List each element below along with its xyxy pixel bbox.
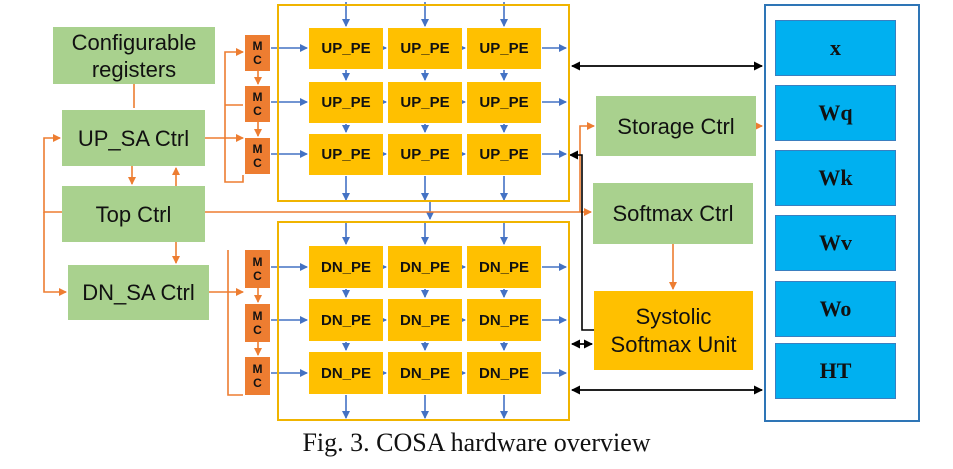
up-pe-0-2: UP_PE [467, 28, 541, 69]
dn-pe-0-2: DN_PE [467, 246, 541, 288]
dn-pe-1-2: DN_PE [467, 299, 541, 341]
up-pe-1-1: UP_PE [388, 82, 462, 123]
up-sa-ctrl-label: UP_SA Ctrl [77, 125, 190, 151]
softmax-ctrl-block: Softmax Ctrl [593, 183, 753, 244]
dn-sa-ctrl-label: DN_SA Ctrl [82, 280, 195, 305]
memory-bank-ht: HT [775, 343, 896, 399]
config-registers-label: Configurable registers [71, 29, 197, 82]
softmax-ctrl-label: Softmax Ctrl [612, 201, 734, 226]
top-ctrl-block: Top Ctrl [62, 186, 205, 242]
figure-caption: Fig. 3. COSA hardware overview [302, 428, 651, 457]
dn-pe-1-1: DN_PE [388, 299, 462, 341]
memory-bank-wq: Wq [775, 85, 896, 141]
up-pe-0-1: UP_PE [388, 28, 462, 69]
up-pe-2-1: UP_PE [388, 134, 462, 175]
dn-sa-ctrl-block: DN_SA Ctrl [68, 265, 209, 320]
dn-array-frame [277, 221, 570, 421]
dnsa-mc-bus-line [227, 250, 243, 396]
up-pe-1-0: UP_PE [309, 82, 383, 123]
up-pe-2-0: UP_PE [309, 134, 383, 175]
top-ctrl-label: Top Ctrl [95, 201, 172, 227]
memory-bank-wv: Wv [775, 215, 896, 271]
storage-ctrl-label: Storage Ctrl [617, 113, 735, 139]
up-pe-2-2: UP_PE [467, 134, 541, 175]
dn-pe-2-0: DN_PE [309, 352, 383, 394]
dn-pe-0-1: DN_PE [388, 246, 462, 288]
softmax-to-up-array-line [569, 150, 594, 331]
up-sa-ctrl-block: UP_SA Ctrl [62, 110, 205, 166]
dn-pe-2-1: DN_PE [388, 352, 462, 394]
up-pe-0-0: UP_PE [309, 28, 383, 69]
dn-pe-1-0: DN_PE [309, 299, 383, 341]
dn-pe-0-0: DN_PE [309, 246, 383, 288]
top-left-to-upsa [43, 134, 62, 213]
dn-pe-2-2: DN_PE [467, 352, 541, 394]
memory-bank-x: x [775, 20, 896, 76]
systolic-softmax-unit-block: Systolic Softmax Unit [594, 291, 753, 370]
memory-frame [764, 4, 920, 422]
top-left-to-dnsa [43, 212, 67, 296]
upsa-to-mc-line-d [224, 138, 244, 183]
config-registers-block: Configurable registers [53, 27, 215, 84]
up-array-frame [277, 4, 570, 202]
memory-bank-wk: Wk [775, 150, 896, 206]
memory-bank-wo: Wo [775, 281, 896, 337]
upsa-to-mc-line-a [205, 48, 244, 139]
top-to-storage-ctrl [579, 122, 595, 212]
up-pe-1-2: UP_PE [467, 82, 541, 123]
systolic-softmax-unit-label: Systolic Softmax Unit [610, 303, 737, 357]
storage-ctrl-block: Storage Ctrl [596, 96, 756, 156]
